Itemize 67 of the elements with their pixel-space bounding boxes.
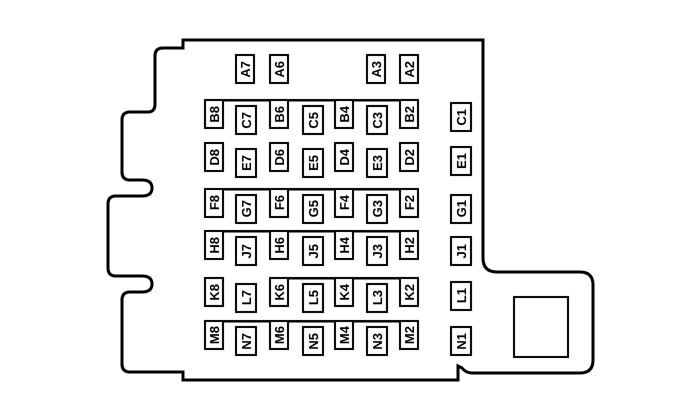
fuse-label: L7 (240, 290, 252, 306)
fuse-label: J1 (454, 244, 468, 258)
fuse-label: E1 (454, 153, 468, 169)
fuse-label: K2 (402, 284, 416, 300)
bus-bar (224, 230, 269, 232)
fuse-label: E3 (370, 155, 384, 171)
fuse-label: E5 (306, 155, 320, 171)
fuse-label: M8 (208, 326, 220, 344)
bus-bar (224, 188, 269, 190)
bus-bar (289, 277, 334, 280)
bus-bar (289, 320, 334, 322)
fuse-label: J3 (370, 244, 384, 258)
bus-bar (354, 188, 399, 190)
fuse-label: M4 (338, 326, 350, 344)
fuse-label: H6 (272, 236, 286, 254)
fuse-label: J7 (240, 244, 252, 258)
bus-bar (289, 188, 334, 190)
fuse-label: K6 (272, 284, 286, 300)
fuse-label: D2 (402, 148, 416, 166)
fuse-label: F4 (338, 195, 350, 211)
fuse-label: A2 (402, 60, 416, 78)
fuse-label: F6 (272, 195, 286, 211)
fuse-label: A7 (238, 60, 252, 78)
fuse-label: H4 (338, 236, 350, 254)
fuse-label: K4 (338, 284, 350, 300)
fuse-label: F8 (208, 195, 220, 211)
fuse-label: C5 (306, 112, 320, 128)
bus-bar (289, 99, 334, 102)
fuse-label: L3 (370, 290, 384, 306)
fuse-label: K8 (208, 284, 220, 300)
fuse-label: F2 (402, 195, 416, 211)
fuse-label: A6 (272, 60, 286, 78)
bus-bar (354, 230, 399, 232)
fuse-label: J5 (306, 244, 320, 258)
bus-bar (224, 99, 269, 102)
bus-bar (224, 320, 269, 322)
fuse-label: G5 (306, 200, 320, 218)
fuse-label: D4 (338, 148, 350, 166)
relay-socket (513, 296, 569, 358)
fuse-label: N7 (240, 332, 252, 350)
fuse-label: G7 (240, 200, 252, 218)
bus-bar (289, 230, 334, 232)
fuse-label: B2 (402, 106, 416, 122)
fuse-label: H2 (402, 236, 416, 254)
fuse-label: L5 (306, 290, 320, 306)
fuse-label: A3 (370, 60, 382, 78)
fuse-label: N1 (454, 332, 468, 350)
bus-bar (354, 320, 399, 322)
fuse-label: M6 (272, 326, 286, 344)
fuse-label: G3 (370, 200, 384, 218)
fuse-label: L1 (454, 288, 468, 304)
fuse-label: G1 (454, 200, 468, 218)
fuse-label: N3 (370, 332, 384, 350)
fuse-label: N5 (306, 332, 320, 350)
fuse-label: C3 (370, 112, 384, 128)
bus-bar (354, 99, 399, 102)
fuse-label: B6 (272, 106, 286, 122)
fuse-label: D6 (272, 148, 286, 166)
fuse-label: D8 (208, 148, 220, 166)
fuse-label: H8 (208, 236, 220, 254)
fuse-label: C1 (454, 108, 468, 126)
fuse-label: M2 (402, 326, 416, 344)
bus-bar (354, 277, 399, 280)
fuse-label: B8 (208, 106, 220, 122)
fuse-label: E7 (240, 155, 252, 171)
fuse-label: C7 (240, 112, 252, 128)
fuse-label: B4 (338, 106, 350, 122)
